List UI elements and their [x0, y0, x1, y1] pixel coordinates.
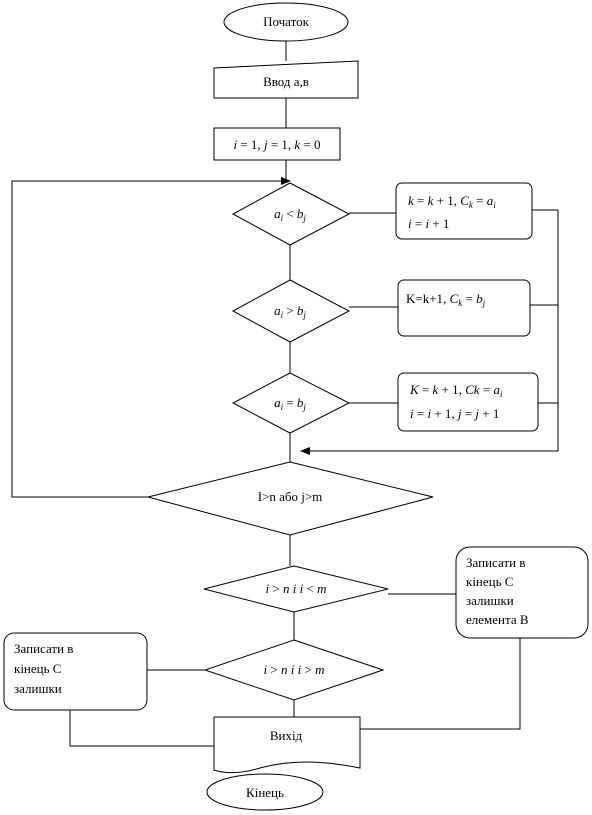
write-a-line2: кінець С — [14, 661, 61, 676]
start-terminator: Початок — [223, 2, 349, 42]
connectors — [11, 41, 559, 747]
write-remainder-a: Записати в кінець С залишки — [3, 632, 148, 711]
write-remainder-b: Записати в кінець С залишки елемента В — [455, 546, 589, 639]
output-label: Вихід — [270, 728, 303, 743]
decision-loop: I>n або j>m — [147, 461, 434, 536]
decision-equal-label: ai = bj — [274, 395, 306, 412]
decision-less: ai < bj — [231, 182, 351, 246]
start-label: Початок — [263, 14, 310, 29]
input-label: Ввод а,в — [263, 74, 309, 89]
process-greater-label: K=k+1, Ck = bj — [406, 291, 486, 308]
decision-remainder-a: i > n i i > m — [203, 639, 385, 701]
process-less: k = k + 1, Ck = ai i = i + 1 — [395, 182, 533, 240]
connector-loop-back — [11, 177, 291, 498]
decision-equal: ai = bj — [231, 372, 351, 434]
init-process: i = 1, j = 1, k = 0 — [213, 127, 341, 161]
decision-greater-label: ai > bj — [274, 303, 306, 320]
process-greater: K=k+1, Ck = bj — [397, 279, 531, 337]
process-equal-line2: i = i + 1, j = j + 1 — [410, 406, 499, 421]
process-less-line1: k = k + 1, Ck = ai — [408, 193, 496, 210]
end-terminator: Кінець — [206, 773, 324, 811]
output-document: Вихід — [213, 716, 361, 774]
connector-writeb-output — [360, 638, 521, 730]
write-b-line3: залишки — [466, 593, 514, 608]
decision-loop-label: I>n або j>m — [258, 489, 323, 504]
decision-remainder-b-label: i > n i i < m — [266, 581, 327, 596]
process-equal: K = k + 1, Ck = ai i = i + 1, j = j + 1 — [397, 372, 539, 432]
write-a-line1: Записати в — [14, 641, 73, 656]
end-label: Кінець — [246, 785, 284, 800]
init-label: i = 1, j = 1, k = 0 — [233, 137, 320, 152]
input-block: Ввод а,в — [213, 60, 359, 99]
connector-writea-output — [69, 710, 214, 747]
decision-less-label: ai < bj — [274, 206, 306, 223]
write-a-line3: залишки — [14, 681, 62, 696]
write-b-line2: кінець С — [466, 574, 513, 589]
process-less-line2: i = i + 1 — [408, 216, 449, 231]
process-equal-line1: K = k + 1, Ck = ai — [409, 382, 503, 399]
write-b-line4: елемента В — [466, 612, 529, 627]
decision-remainder-a-label: i > n i i > m — [264, 662, 325, 677]
decision-greater: ai > bj — [231, 279, 351, 343]
decision-remainder-b: i > n i i < m — [203, 565, 389, 613]
write-b-line1: Записати в — [466, 555, 525, 570]
